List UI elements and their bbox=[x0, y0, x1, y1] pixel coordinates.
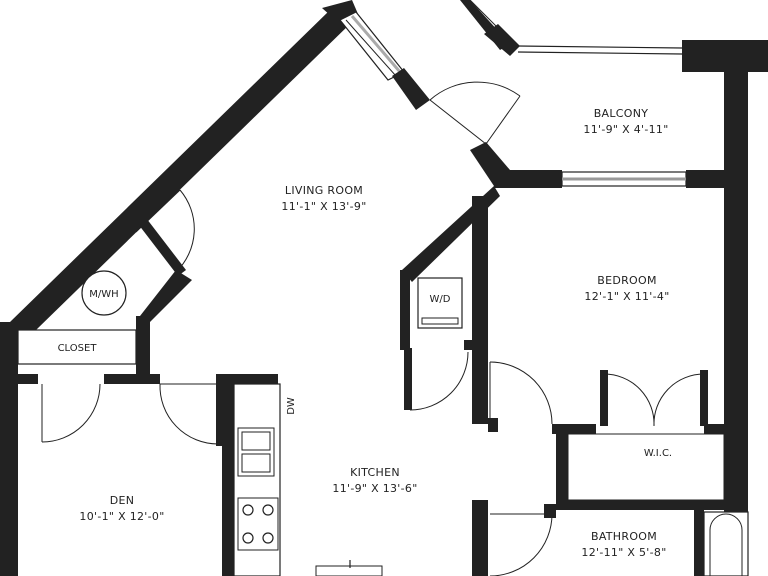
wall-closet-right bbox=[136, 316, 150, 374]
room-bedroom-dims: 12'-1" X 11'-4" bbox=[584, 290, 669, 303]
kitchen-island-sink bbox=[315, 560, 383, 576]
kitchen-stove bbox=[237, 497, 279, 551]
door-mwh bbox=[135, 189, 195, 273]
room-balcony-name: BALCONY bbox=[594, 107, 649, 120]
wall-kitchen-top bbox=[224, 374, 278, 384]
wic-label: W.I.C. bbox=[644, 448, 672, 459]
wic-shelf bbox=[567, 433, 725, 501]
room-bathroom: BATHROOM 12'-11" X 5'-8" bbox=[581, 530, 666, 559]
closet-label: CLOSET bbox=[58, 343, 98, 354]
room-bathroom-dims: 12'-11" X 5'-8" bbox=[581, 546, 666, 559]
dw-label: DW bbox=[286, 397, 297, 415]
room-kitchen-dims: 11'-9" X 13'-6" bbox=[332, 482, 417, 495]
wall-den-top-2 bbox=[104, 374, 160, 384]
wall-diagonal-exterior bbox=[0, 10, 352, 330]
wall-wd-left bbox=[400, 270, 410, 350]
wall-wic-left bbox=[556, 424, 568, 506]
room-balcony: BALCONY 11'-9" X 4'-11" bbox=[583, 107, 668, 136]
wall-bath-door-stub bbox=[544, 504, 556, 518]
wall-bedroom-top-right bbox=[686, 170, 748, 188]
wall-mwh-bottom bbox=[140, 270, 192, 322]
wall-wd-stub bbox=[464, 340, 472, 350]
bathtub bbox=[703, 511, 749, 576]
wall-bedroom-top-left bbox=[494, 170, 562, 188]
wall-den-right-upper bbox=[216, 374, 224, 446]
washer-dryer bbox=[417, 277, 463, 329]
door-wd bbox=[409, 350, 469, 411]
room-kitchen-name: KITCHEN bbox=[350, 466, 400, 479]
wall-balcony-corner bbox=[484, 24, 520, 56]
wall-wic-top-left bbox=[552, 424, 596, 434]
wd-label: W/D bbox=[430, 294, 451, 305]
window-bedroom bbox=[561, 171, 687, 187]
room-den: DEN 10'-1" X 12'-0" bbox=[79, 494, 164, 523]
window-balcony-diagonal bbox=[469, 0, 501, 31]
kitchen-sink bbox=[237, 427, 275, 477]
wall-bedroom-door-stub bbox=[488, 418, 498, 432]
room-bathroom-name: BATHROOM bbox=[591, 530, 657, 543]
room-den-dims: 10'-1" X 12'-0" bbox=[79, 510, 164, 523]
room-balcony-dims: 11'-9" X 4'-11" bbox=[583, 123, 668, 136]
wall-kitchen-left bbox=[222, 384, 234, 576]
wall-mwh-diagonal bbox=[132, 210, 186, 276]
room-bedroom-name: BEDROOM bbox=[597, 274, 657, 287]
door-den bbox=[41, 383, 219, 445]
room-kitchen: KITCHEN 11'-9" X 13'-6" bbox=[332, 466, 417, 495]
wall-wic-top-right bbox=[704, 424, 748, 434]
wall-bath-left bbox=[472, 500, 488, 576]
window-living-top bbox=[339, 11, 405, 81]
door-balcony bbox=[429, 81, 521, 145]
water-heater bbox=[81, 270, 127, 316]
mwh-label: M/WH bbox=[89, 289, 118, 300]
room-living: LIVING ROOM 11'-1" X 13'-9" bbox=[281, 184, 366, 213]
wall-left-exterior bbox=[0, 322, 18, 576]
door-wic-double bbox=[600, 370, 708, 427]
wall-bedroom-left bbox=[472, 196, 488, 424]
room-den-name: DEN bbox=[110, 494, 135, 507]
wall-wic-bottom bbox=[556, 500, 748, 510]
room-living-dims: 11'-1" X 13'-9" bbox=[281, 200, 366, 213]
wall-den-top-1 bbox=[18, 374, 38, 384]
wall-tub-left bbox=[694, 510, 704, 576]
balcony-railing bbox=[517, 45, 683, 55]
door-bedroom bbox=[489, 361, 553, 425]
wall-wd-door-jamb bbox=[404, 348, 412, 410]
room-living-name: LIVING ROOM bbox=[285, 184, 363, 197]
door-bathroom bbox=[489, 513, 553, 576]
room-bedroom: BEDROOM 12'-1" X 11'-4" bbox=[584, 274, 669, 303]
wall-living-balcony-upper bbox=[392, 68, 430, 110]
closet-box bbox=[17, 329, 137, 365]
